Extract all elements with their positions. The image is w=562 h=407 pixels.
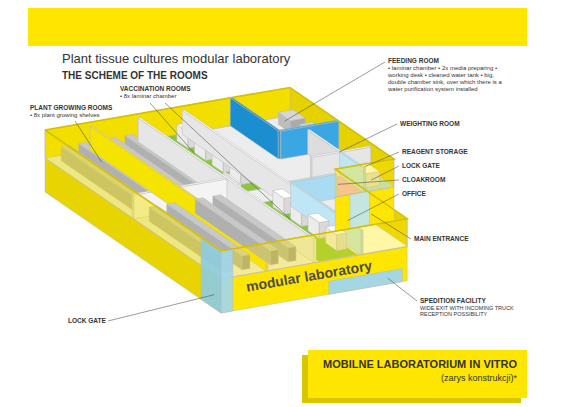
room-name: REAGENT STORAGE — [402, 148, 468, 155]
room-equipment: • 8x plant growing shelves — [30, 112, 99, 119]
leader-line — [108, 295, 215, 321]
room-name: VACCINATION ROOMS — [120, 85, 191, 92]
building — [45, 88, 407, 314]
room-equipment: • 8x laminar chamber — [120, 93, 176, 100]
lock-gate-panel — [221, 249, 233, 313]
room-name: PLANT GROWING ROOMS — [30, 104, 112, 111]
blue-wall — [278, 131, 280, 159]
leader-lines — [75, 62, 417, 321]
leader-line — [371, 166, 399, 180]
room-name: SPEDITION FACILITY — [420, 297, 486, 304]
room-name: FEEDING ROOM — [388, 57, 439, 64]
partition-wall — [308, 129, 342, 151]
header-bar — [28, 8, 527, 46]
subtitle: THE SCHEME OF THE ROOMS — [62, 70, 208, 82]
room-name: LOCK GATE — [402, 162, 440, 169]
box-heading: MOBILNE LABORATORIUM IN VITRO — [318, 358, 517, 370]
room-name: OFFICE — [402, 190, 426, 197]
leader-line — [371, 214, 411, 239]
room-name: CLOAKROOM — [402, 176, 445, 183]
room-name: WEIGHTING ROOM — [400, 120, 460, 127]
title: Plant tissue cultures modular laboratory — [62, 52, 290, 67]
leader-line — [285, 62, 385, 121]
leader-line — [348, 194, 399, 221]
box-subheading: (zarys konstrukcji)* — [318, 373, 517, 383]
leader-line — [388, 278, 417, 301]
office-wall — [286, 173, 337, 183]
blue-wall — [230, 98, 280, 131]
room-name: MAIN ENTRANCE — [414, 235, 469, 242]
leader-line — [75, 121, 102, 162]
laminar-chamber — [308, 213, 329, 222]
leader-line — [364, 152, 399, 167]
leader-line — [339, 124, 397, 152]
leader-line — [150, 103, 195, 154]
room-note: WIDE EXIT WITH INCOMING TRUCK RECEPTION … — [420, 305, 516, 318]
side-wall — [45, 130, 221, 279]
leader-line — [338, 180, 399, 184]
caption-box: MOBILNE LABORATORIUM IN VITRO (zarys kons… — [308, 350, 527, 398]
room-name: LOCK GATE — [68, 317, 106, 324]
entrance-panel — [350, 191, 370, 228]
leader-line — [165, 103, 291, 220]
room-equipment: • laminar chamber • 2x media preparing •… — [388, 65, 506, 93]
